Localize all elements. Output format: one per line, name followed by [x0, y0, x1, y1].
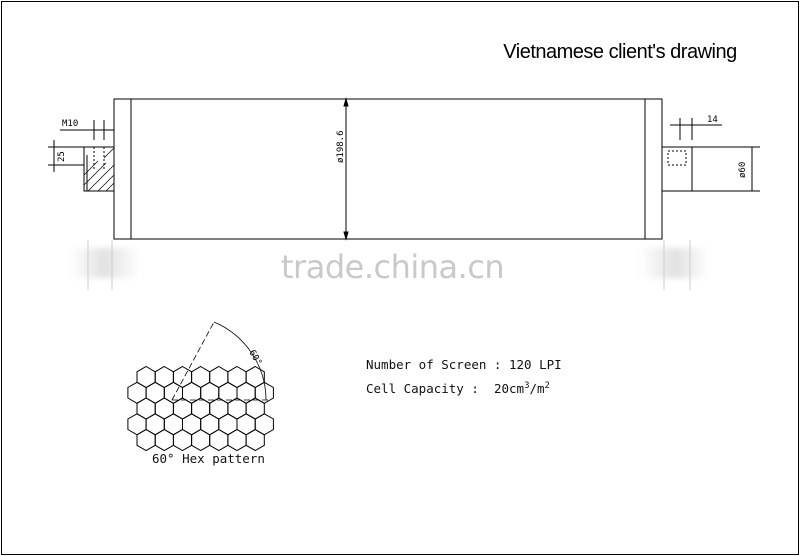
cell-capacity-per: /m — [529, 381, 545, 397]
cell-capacity-label: Cell Capacity : — [366, 381, 479, 397]
drawing-title: Vietnamese client's drawing — [503, 41, 737, 63]
screen-count-label: Number of Screen : 120 LPI — [366, 357, 562, 372]
angle-indicator — [171, 321, 270, 401]
hex-cell — [136, 428, 156, 452]
watermark-blur-left — [70, 248, 140, 278]
hex-cell — [209, 428, 229, 452]
watermark: trade.china.cn — [281, 248, 505, 286]
roll-body — [113, 98, 663, 240]
hex-pattern-caption: 60° Hex pattern — [152, 451, 265, 466]
hex-cell — [227, 428, 247, 452]
hex-pattern — [127, 365, 274, 452]
dim-25: 25 — [57, 151, 67, 162]
cell-capacity: Cell Capacity : 20cm3/m2 — [366, 381, 550, 396]
left-end-stub — [83, 146, 115, 192]
hex-cell — [154, 428, 174, 452]
dim-14: 14 — [707, 115, 718, 125]
cell-capacity-per-exp: 2 — [544, 381, 550, 391]
screen-count: Number of Screen : 120 LPI — [366, 357, 562, 372]
watermark-blur-right — [640, 248, 710, 278]
hex-cell — [172, 428, 193, 452]
dim-m10: M10 — [62, 119, 78, 129]
hex-cell — [191, 428, 211, 452]
cell-capacity-value: 20cm — [493, 381, 525, 397]
left-stub-hatch — [83, 147, 115, 192]
angle-label: 60° — [246, 349, 263, 368]
dim-shaft-diameter: ø60 — [738, 162, 748, 178]
right-shaft — [661, 146, 693, 192]
hex-cell — [245, 428, 265, 452]
dim-roll-diameter: ø198.6 — [336, 130, 346, 163]
cell-capacity-exp: 3 — [524, 381, 530, 391]
